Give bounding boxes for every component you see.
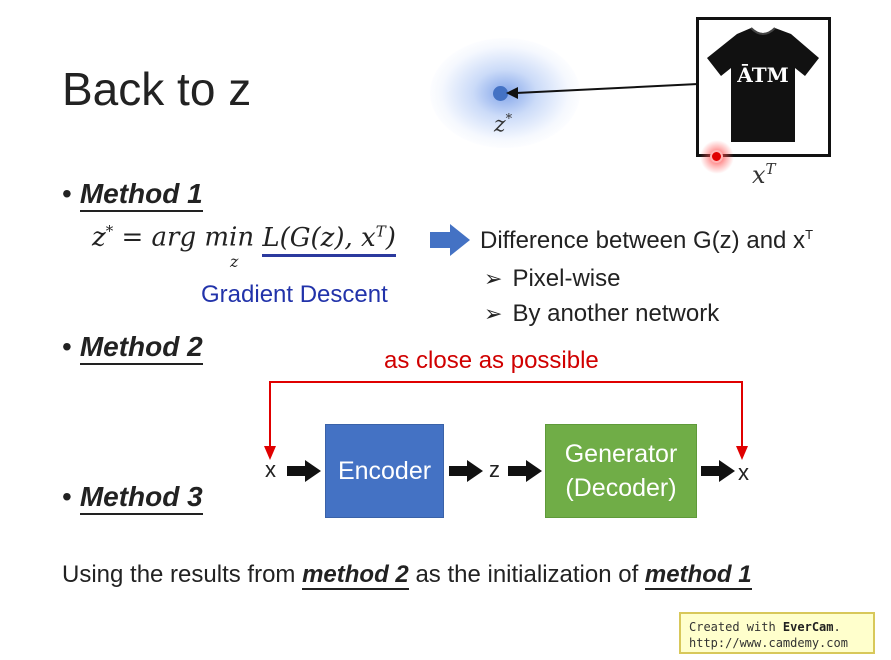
option-pixel-wise: ➢Pixel-wise [484,265,621,292]
target-point [710,150,723,163]
close-as-possible-label: as close as possible [384,347,599,374]
arrow-bullet-icon: ➢ [484,301,503,326]
generator-line1: Generator [564,440,678,468]
loss-term: L(G(z), xT) [262,222,396,257]
close-bracket-line [264,381,748,460]
evercam-watermark: Created with EverCam. http://www.camdemy… [679,612,875,654]
generator-line2: (Decoder) [565,474,677,502]
shirt-to-z-arrow [506,83,699,99]
input-x-label: x [265,457,276,482]
generator-box: Generator (Decoder) [545,424,697,518]
method1-bullet: •Method 1 [62,178,203,212]
method3-bullet: •Method 3 [62,481,203,515]
slide-title: Back to z [62,63,252,115]
difference-text: Difference between G(z) and xT [480,227,814,254]
target-image: ĀTM [696,17,831,157]
encoder-box: Encoder [325,424,444,518]
latent-point [493,86,508,101]
method1-formula: z* = arg min z L(G(z), xT) [92,222,396,271]
arrow-to-encoder [287,460,321,482]
arrow-bullet-icon: ➢ [484,266,503,291]
shirt-logo: ĀTM [736,63,788,87]
arrow-to-z [449,460,483,482]
bottom-sentence: Using the results from method 2 as the i… [62,561,752,590]
latent-z-label: z [489,457,500,482]
tshirt-icon: ĀTM [707,27,819,142]
arrow-to-output [701,460,735,482]
method2-bullet: •Method 2 [62,331,203,365]
output-x-label: x [738,460,749,485]
right-arrow-icon [430,224,470,256]
target-label: xT [752,160,776,189]
gradient-descent-label: Gradient Descent [201,281,388,308]
option-another-network: ➢By another network [484,300,720,327]
arrow-to-generator [508,460,542,482]
latent-label: z* [494,112,513,138]
